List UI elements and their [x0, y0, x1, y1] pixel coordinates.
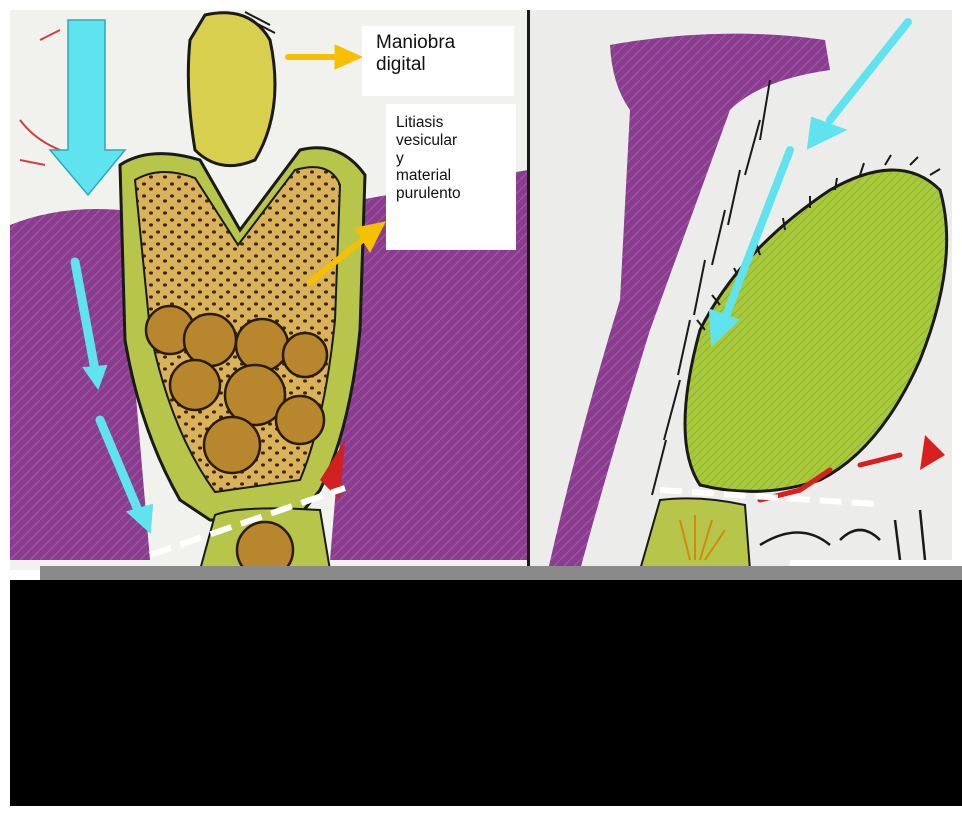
label-litiasis-vesicular: Litiasis vesicular y material purulento: [386, 104, 516, 250]
label-line: Litiasis: [396, 114, 516, 132]
black-band: [10, 580, 962, 806]
label-line: Maniobra: [376, 32, 514, 54]
label-line: vesicular: [396, 132, 516, 150]
right-panel: [530, 10, 960, 570]
label-maniobra-digital: Maniobra digital: [362, 26, 514, 96]
label-line: y: [396, 150, 516, 168]
gray-strip: [40, 566, 962, 581]
label-line: purulento: [396, 185, 516, 203]
label-line: material: [396, 167, 516, 185]
fundus-finger: [188, 13, 275, 166]
label-line: digital: [376, 54, 514, 76]
